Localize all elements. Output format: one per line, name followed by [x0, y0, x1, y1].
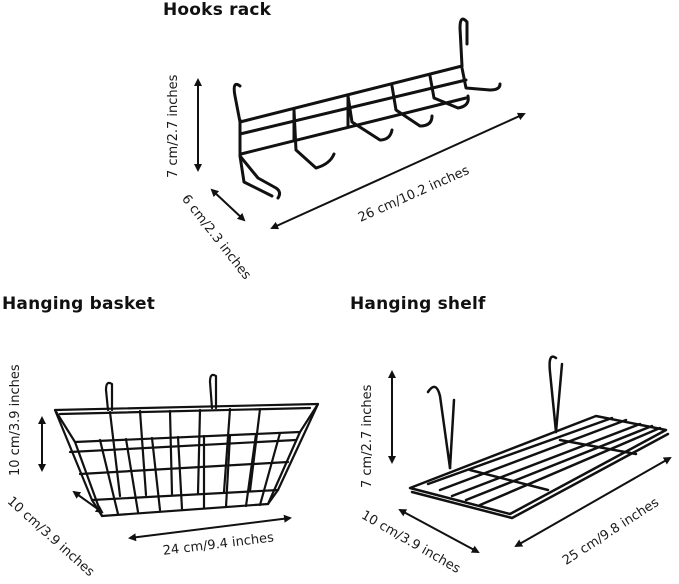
hanging-basket-depth-arrow — [72, 490, 104, 514]
hanging-shelf-height-label: 7 cm/2.7 inches — [360, 384, 375, 488]
hanging-basket-image — [53, 373, 320, 518]
hooks-rack-length-arrow — [270, 112, 526, 230]
hanging-basket-title: Hanging basket — [2, 294, 156, 314]
hanging-basket-length-arrow — [128, 514, 292, 542]
hooks-rack-title: Hooks rack — [163, 0, 272, 20]
hanging-shelf-length-arrow — [514, 457, 672, 547]
hooks-rack-depth-arrow — [210, 188, 246, 222]
hanging-shelf-title: Hanging shelf — [350, 294, 486, 314]
hooks-rack-height-label: 7 cm/2.7 inches — [166, 74, 181, 178]
hanging-shelf-depth-arrow — [398, 509, 480, 553]
hanging-basket-height-label: 10 cm/3.9 inches — [8, 364, 23, 476]
hanging-shelf-image — [408, 355, 670, 520]
dimension-arrows — [38, 78, 672, 553]
